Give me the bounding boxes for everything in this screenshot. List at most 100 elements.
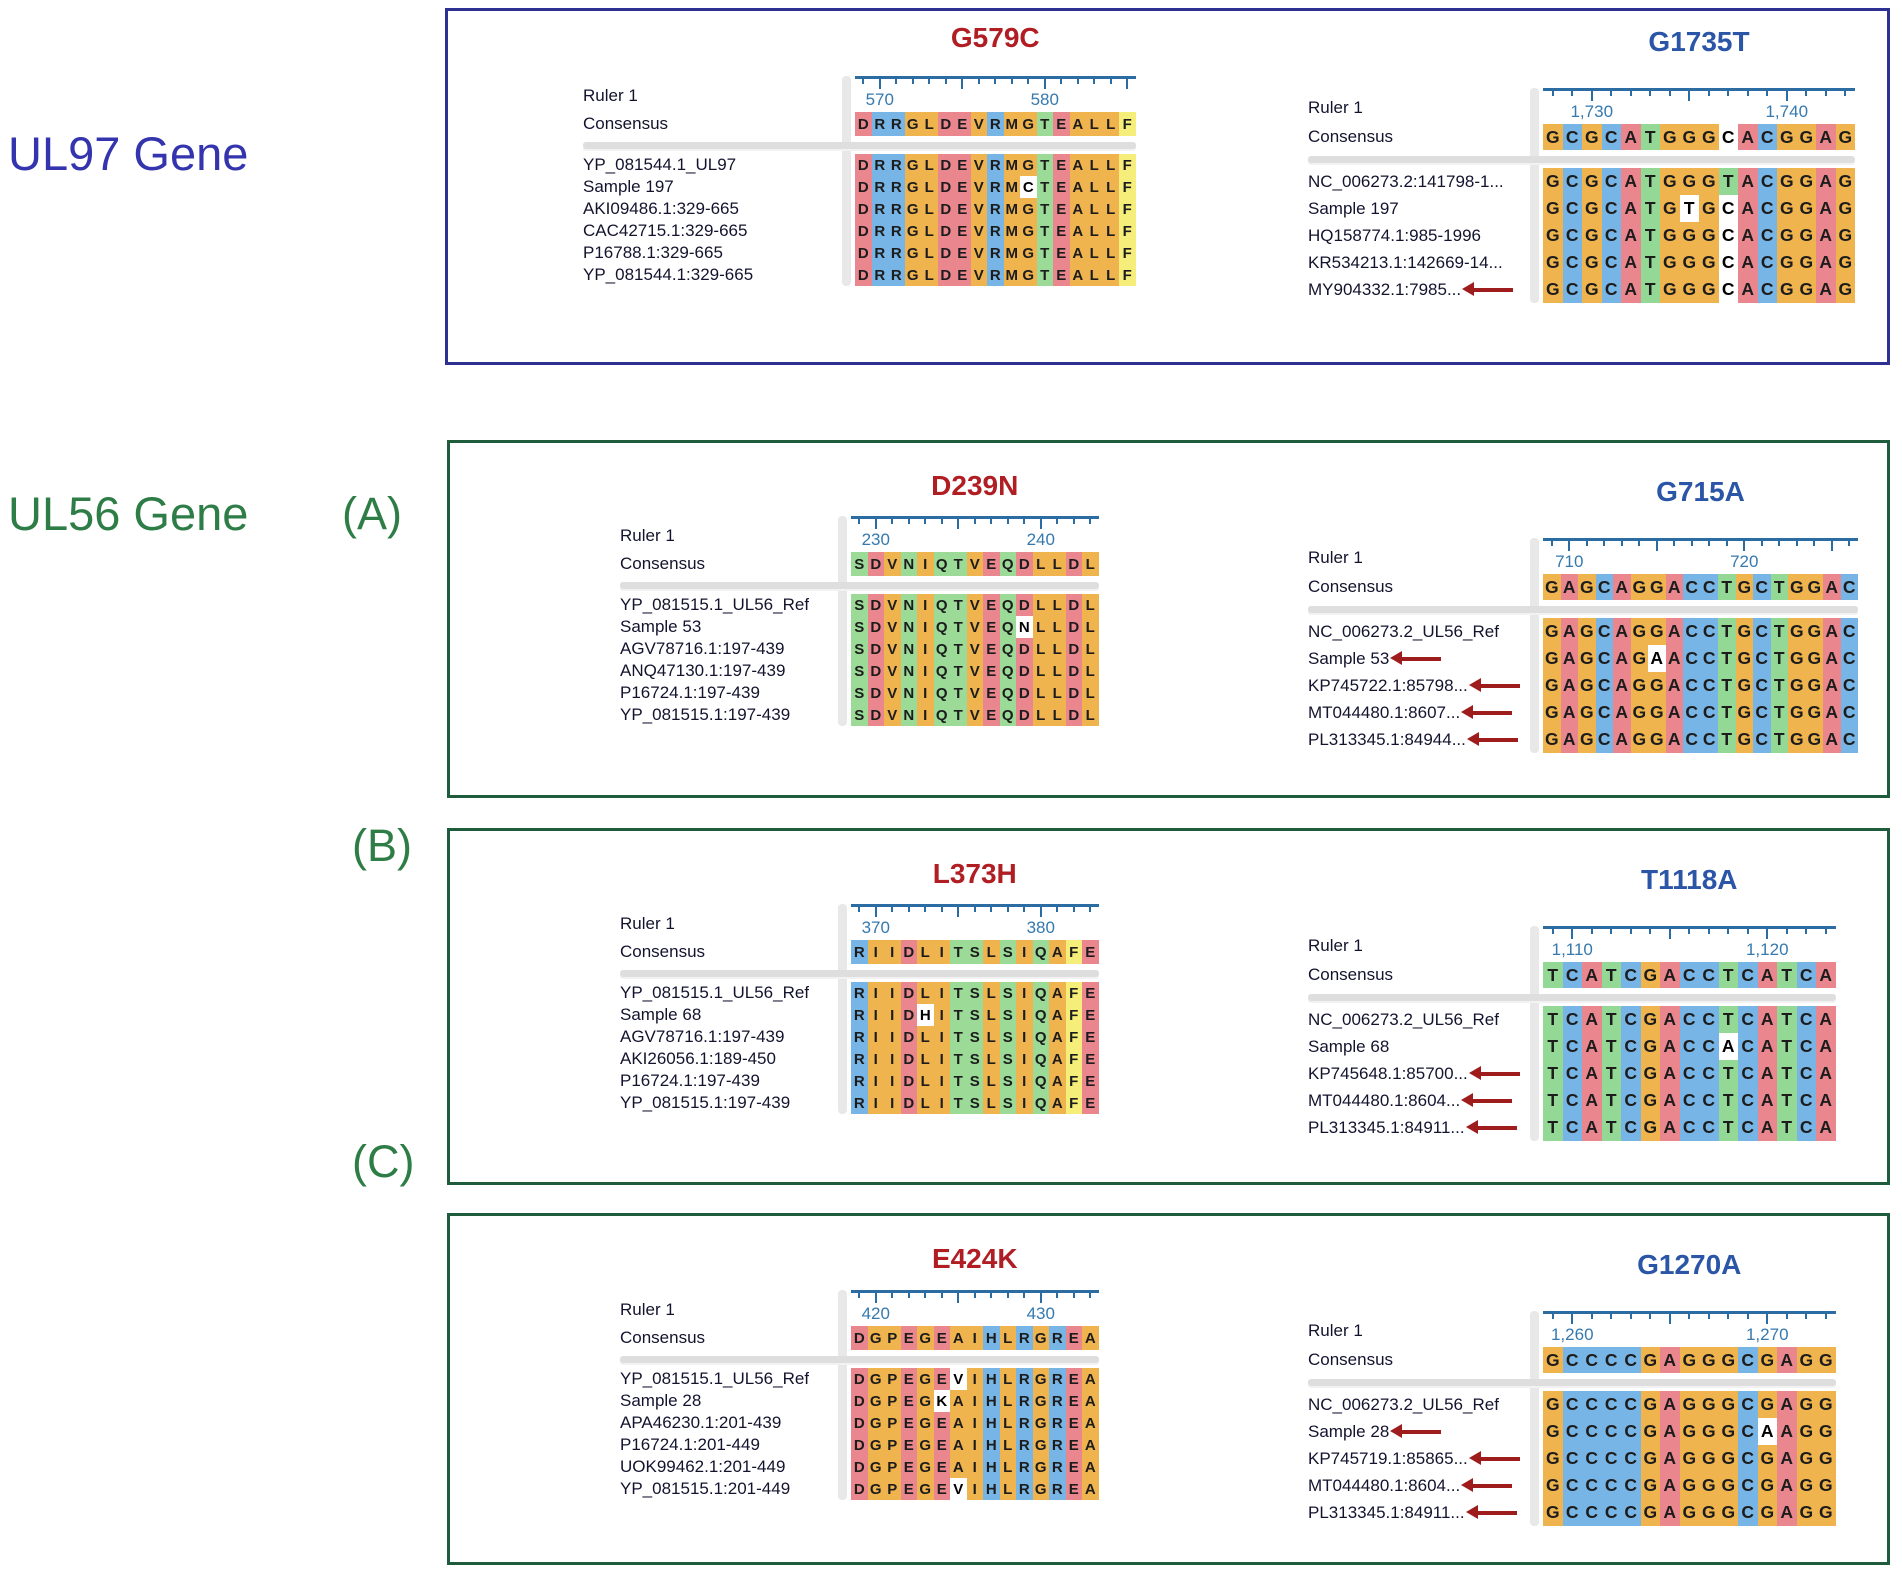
residue-cell: I xyxy=(867,940,884,964)
ruler-tick xyxy=(1688,91,1691,101)
residue-cell: G xyxy=(1543,645,1561,672)
residue-cell: A xyxy=(1613,699,1631,726)
residue-cell: D xyxy=(900,1070,917,1092)
residue-cell: C xyxy=(1700,574,1718,600)
residue-cell: L xyxy=(1082,704,1099,726)
ruler-tick xyxy=(924,1293,927,1298)
residue-cell: C xyxy=(1679,1087,1699,1114)
sequence-name: MT044480.1:8607... xyxy=(1308,699,1525,726)
sequence-name-text: P16724.1:201-449 xyxy=(620,1435,760,1454)
residue-cell: F xyxy=(1119,112,1136,136)
sequence-name: Sample 53 xyxy=(1308,645,1525,672)
residue-cell: L xyxy=(1032,594,1049,616)
residue-cell: C xyxy=(1796,1006,1816,1033)
residue-cell: A xyxy=(1660,962,1680,988)
residue-cell: L xyxy=(1049,638,1066,660)
sequence-name: PL313345.1:84911... xyxy=(1308,1499,1525,1526)
residue-cell: A xyxy=(1621,249,1641,276)
residue-cell: I xyxy=(884,1026,901,1048)
residue-cell: Q xyxy=(933,616,950,638)
residue-cell: T xyxy=(1679,195,1699,222)
residue-cell: A xyxy=(950,1390,967,1412)
sequence-name-text: Sample 28 xyxy=(620,1391,702,1410)
residue-cell: A xyxy=(1660,1114,1680,1141)
residue-cell: L xyxy=(1086,112,1103,136)
residue-cell: E xyxy=(933,1478,950,1500)
left-arrow-icon xyxy=(1468,678,1520,692)
residue-cell: D xyxy=(855,220,872,242)
left-arrow-icon xyxy=(1462,282,1514,296)
residue-cell: V xyxy=(884,552,901,576)
ruler-name-label: Ruler 1 xyxy=(1308,94,1525,122)
ruler-tick xyxy=(977,79,980,84)
residue-cell: T xyxy=(1036,264,1053,286)
residue-cell: D xyxy=(937,242,954,264)
label-grid-divider xyxy=(838,516,847,726)
residue-cell: T xyxy=(950,638,967,660)
residue-cell: G xyxy=(1735,672,1753,699)
residue-cell: M xyxy=(1003,242,1020,264)
residue-cell: P xyxy=(884,1390,901,1412)
residue-cell: C xyxy=(1562,222,1582,249)
residue-cell: D xyxy=(851,1456,868,1478)
residue-cell: L xyxy=(921,112,938,136)
consensus-name-label: Consensus xyxy=(583,112,837,136)
residue-cell: G xyxy=(1777,124,1797,150)
residue-cell: D xyxy=(1016,638,1033,660)
residue-cell: H xyxy=(983,1390,1000,1412)
residue-cell: G xyxy=(1777,168,1797,195)
consensus-name-label-text: Consensus xyxy=(583,114,669,133)
residue-cell: C xyxy=(1679,1114,1699,1141)
residue-cell: C xyxy=(1699,1087,1719,1114)
residue-cell: I xyxy=(966,1434,983,1456)
sequence-name: CAC42715.1:329-665 xyxy=(583,220,837,242)
residue-cell: M xyxy=(1003,198,1020,220)
residue-cell: P xyxy=(884,1368,901,1390)
residue-cell: A xyxy=(1757,1087,1777,1114)
residue-cell: G xyxy=(1032,1434,1049,1456)
residue-cell: E xyxy=(933,1434,950,1456)
residue-cell: R xyxy=(871,242,888,264)
residue-cell: V xyxy=(950,1368,967,1390)
residue-cell: A xyxy=(1049,1070,1066,1092)
residue-cell: I xyxy=(917,682,934,704)
residue-cell: L xyxy=(1032,552,1049,576)
residue-cell: A xyxy=(1582,1033,1602,1060)
residue-cell: A xyxy=(1082,1412,1099,1434)
residue-cell: G xyxy=(1032,1412,1049,1434)
residue-cell: L xyxy=(1086,220,1103,242)
residue-cell: A xyxy=(1816,249,1836,276)
residue-cell: G xyxy=(917,1456,934,1478)
residue-cell: T xyxy=(950,1004,967,1026)
ruler-tick xyxy=(957,519,960,529)
residue-cell: D xyxy=(855,242,872,264)
residue-cell: E xyxy=(954,176,971,198)
residue-cell: D xyxy=(900,1092,917,1114)
ruler-tick xyxy=(1571,929,1574,939)
panel-letter-a: (A) xyxy=(342,488,402,539)
ruler-tick xyxy=(1585,541,1588,546)
residue-cell: C xyxy=(1700,672,1718,699)
residue-cell: G xyxy=(1543,1391,1563,1418)
ruler-tick xyxy=(895,79,898,84)
sequence-name-text: PL313345.1:84911... xyxy=(1308,1502,1465,1522)
ruler-tick xyxy=(1056,907,1059,912)
residue-cell: S xyxy=(851,682,868,704)
ruler-number: 1,120 xyxy=(1745,940,1789,959)
residue-cell: T xyxy=(1601,1114,1621,1141)
residue-cell: A xyxy=(1777,1391,1797,1418)
sequence-name-text: MT044480.1:8607... xyxy=(1308,702,1461,722)
residue-cell: Q xyxy=(1032,1092,1049,1114)
ruler-tick xyxy=(1743,541,1746,551)
ruler-tick xyxy=(1813,541,1816,546)
ruler-tick xyxy=(858,1293,861,1298)
residue-cell: D xyxy=(855,112,872,136)
ruler-tick xyxy=(961,79,964,89)
residue-cell: G xyxy=(1660,249,1680,276)
residue-cell: G xyxy=(1543,672,1561,699)
